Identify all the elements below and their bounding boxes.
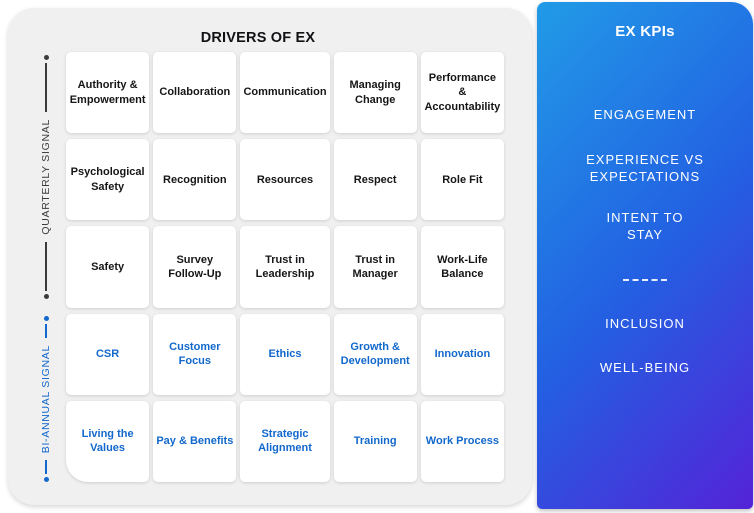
driver-card: Innovation xyxy=(420,313,504,395)
driver-card: CSR xyxy=(66,313,150,395)
driver-card: Strategic Alignment xyxy=(240,400,330,482)
kpi-item: INTENT TO STAY xyxy=(606,210,684,242)
driver-card: Pay & Benefits xyxy=(153,400,237,482)
axis-line xyxy=(45,460,47,475)
kpi-item: EXPERIENCE VS EXPECTATIONS xyxy=(586,152,704,184)
kpi-panel-title: EX KPIs xyxy=(615,23,675,40)
driver-card: Managing Change xyxy=(333,52,417,134)
kpi-divider xyxy=(623,279,667,281)
axis-endpoint-dot xyxy=(43,55,49,60)
driver-card: Work Process xyxy=(420,400,504,482)
axis-line xyxy=(45,63,47,113)
driver-card: Living the Values xyxy=(66,400,150,482)
kpi-item: ENGAGEMENT xyxy=(593,107,697,122)
drivers-grid: Authority & Empowerment Collaboration Co… xyxy=(66,52,504,482)
driver-card: Respect xyxy=(333,139,417,221)
biannual-signal-label: BI-ANNUAL SIGNAL xyxy=(40,344,52,454)
driver-card: Training xyxy=(333,400,417,482)
kpi-item: INCLUSION xyxy=(605,316,685,331)
driver-card: Authority & Empowerment xyxy=(66,52,150,134)
axis-line xyxy=(45,324,47,338)
driver-card: Role Fit xyxy=(420,139,504,221)
driver-card: Work-Life Balance xyxy=(420,226,504,308)
page-title: DRIVERS OF EX xyxy=(200,30,316,46)
axis-endpoint-dot xyxy=(43,294,49,299)
axis-line xyxy=(45,241,47,291)
driver-card: Collaboration xyxy=(153,52,237,134)
driver-card: Growth & Development xyxy=(333,313,417,395)
driver-card: Survey Follow-Up xyxy=(153,226,237,308)
axis-endpoint-dot xyxy=(43,477,49,483)
driver-card: Recognition xyxy=(153,139,237,221)
axis-endpoint-dot xyxy=(43,316,49,321)
drivers-panel: DRIVERS OF EX QUARTERLY SIGNAL BI-ANNUAL… xyxy=(8,8,532,505)
kpi-item: WELL-BEING xyxy=(599,360,691,375)
driver-card: Trust in Manager xyxy=(333,226,417,308)
driver-card: Psychological Safety xyxy=(66,139,150,221)
quarterly-signal-label: QUARTERLY SIGNAL xyxy=(40,119,52,235)
driver-card: Communication xyxy=(240,52,330,134)
driver-card: Safety xyxy=(66,226,150,308)
driver-card: Resources xyxy=(240,139,330,221)
driver-card: Performance & Accountability xyxy=(420,52,504,134)
quarterly-signal-axis: QUARTERLY SIGNAL xyxy=(33,55,59,299)
driver-card: Trust in Leadership xyxy=(240,226,330,308)
kpi-panel: EX KPIs ENGAGEMENT EXPERIENCE VS EXPECTA… xyxy=(537,2,753,509)
biannual-signal-axis: BI-ANNUAL SIGNAL xyxy=(33,316,59,483)
driver-card: Customer Focus xyxy=(153,313,237,395)
driver-card: Ethics xyxy=(240,313,330,395)
